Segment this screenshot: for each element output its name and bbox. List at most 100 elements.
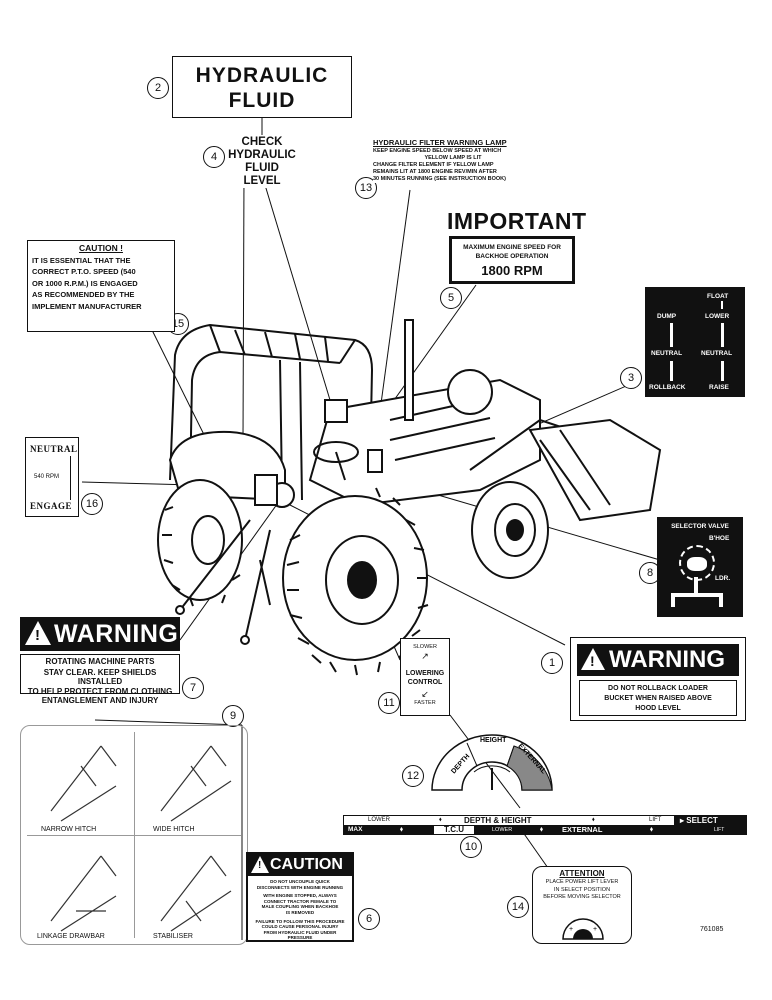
filter-lamp-line2: YELLOW LAMP IS LIT <box>424 155 482 161</box>
lowering-slower: SLOWER <box>413 644 437 650</box>
tcu-lower-bottom: LOWER <box>492 827 513 833</box>
warning-triangle-icon-2 <box>581 648 605 670</box>
decal-important: MAXIMUM ENGINE SPEED FOR BACKHOE OPERATI… <box>449 236 575 284</box>
callout-7: 7 <box>182 677 204 699</box>
decal-caution-pto: CAUTION ! IT IS ESSENTIAL THAT THE CORRE… <box>27 240 175 332</box>
coupler-line3: WITH ENGINE STOPPED, ALWAYS <box>263 893 337 899</box>
tcu-depth-height: DEPTH & HEIGHT <box>464 816 532 825</box>
callout-1: 1 <box>541 652 563 674</box>
loader-float: FLOAT <box>707 293 729 300</box>
important-rpm: 1800 RPM <box>481 263 543 278</box>
decal-attention: ATTENTION PLACE POWER LIFT LEVER IN SELE… <box>532 866 632 944</box>
callout-10: 10 <box>460 836 482 858</box>
callout-14: 14 <box>507 896 529 918</box>
decal-depth-height-gauge: DEPTH HEIGHT EXTERNAL <box>431 734 553 791</box>
loader-lower: LOWER <box>705 313 730 320</box>
caution-triangle-icon <box>251 856 269 873</box>
pto-engage: ENGAGE <box>30 501 73 511</box>
caution-pto-line1: IT IS ESSENTIAL THAT THE <box>32 255 131 265</box>
selector-bhoe: B'HOE <box>709 535 730 542</box>
callout-11: 11 <box>378 692 400 714</box>
decal-hydraulic-fluid-line2: FLUID <box>228 89 296 112</box>
decal-hitch-panel: NARROW HITCH WIDE HITCH LINKAGE DRAWBAR … <box>20 725 248 945</box>
callout-9: 9 <box>222 705 244 727</box>
callout-12: 12 <box>402 765 424 787</box>
filter-lamp-line4: REMAINS LIT AT 1800 ENGINE REV/MIN AFTER <box>373 169 497 175</box>
coupler-line6: IS REMOVED <box>285 909 315 915</box>
decal-tcu-strip: LOWER ⬧ DEPTH & HEIGHT ⬧ LIFT ▸ SELECT M… <box>343 815 747 835</box>
decal-warning-rotating-heading: ! WARNING <box>20 617 180 651</box>
tcu-max: MAX <box>348 826 363 833</box>
filter-lamp-title: HYDRAULIC FILTER WARNING LAMP <box>373 138 507 147</box>
warning-rollback-heading-bar: ! WARNING <box>577 644 739 676</box>
tcu-label: T.C.U <box>434 826 474 834</box>
attention-line1: PLACE POWER LIFT LEVER <box>545 879 619 885</box>
important-line1: MAXIMUM ENGINE SPEED FOR <box>463 244 561 251</box>
decal-filter-lamp: HYDRAULIC FILTER WARNING LAMP KEEP ENGIN… <box>373 138 533 183</box>
callout-16: 16 <box>81 493 103 515</box>
warning-rotating-line4: ENTANGLEMENT AND INJURY <box>41 696 159 705</box>
warning-rollback-line3: HOOD LEVEL <box>635 705 681 712</box>
caution-pto-line5: IMPLEMENT MANUFACTURER <box>32 301 142 311</box>
coupler-line1: DO NOT UNCOUPLE QUICK <box>270 879 330 884</box>
decal-hydraulic-fluid-line1: HYDRAULIC <box>195 64 329 87</box>
decal-important-heading: IMPORTANT <box>447 208 587 234</box>
coupler-line7: FAILURE TO FOLLOW THIS PROCEDURE <box>255 918 345 924</box>
coupler-line8: COULD CAUSE PERSONAL INJURY <box>261 924 339 930</box>
hitch-wide: WIDE HITCH <box>153 826 195 833</box>
callout-8: 8 <box>639 562 661 584</box>
caution-pto-title: CAUTION ! <box>79 243 123 253</box>
loader-neutral-right: NEUTRAL <box>701 350 733 357</box>
warning-triangle-icon <box>25 621 51 645</box>
callout-13: 13 <box>355 177 377 199</box>
tcu-lift-top: LIFT <box>649 817 662 823</box>
attention-dial-icon: + + <box>562 918 604 940</box>
filter-lamp-line1: KEEP ENGINE SPEED BELOW SPEED AT WHICH <box>373 148 502 154</box>
attention-line2: IN SELECT POSITION <box>553 886 611 893</box>
decal-warning-rollback: ! WARNING DO NOT ROLLBACK LOADER BUCKET … <box>570 637 746 721</box>
hitch-drawbar: LINKAGE DRAWBAR <box>37 933 105 940</box>
check-line1: CHECK <box>241 136 283 148</box>
caution-pto-line3: OR 1000 R.P.M.) IS ENGAGED <box>32 278 138 288</box>
svg-text:+: + <box>569 926 573 933</box>
figure-number: 761085 <box>700 926 724 933</box>
decal-hydraulic-fluid: HYDRAULIC FLUID <box>172 56 352 118</box>
loader-dump: DUMP <box>657 313 677 320</box>
important-line2: BACKHOE OPERATION <box>475 253 549 260</box>
tcu-lift-bottom: LIFT <box>714 827 725 833</box>
svg-text:+: + <box>593 926 597 933</box>
warning-rotating-line2: STAY CLEAR. KEEP SHIELDS INSTALLED <box>43 667 157 687</box>
warning-rollback-heading: WARNING <box>609 646 725 673</box>
loader-raise: RAISE <box>709 384 729 391</box>
hitch-stabiliser: STABILISER <box>153 933 193 940</box>
warning-rotating-line1: ROTATING MACHINE PARTS <box>45 657 155 666</box>
check-line2: HYDRAULIC <box>228 149 296 161</box>
caution-coupler-heading: CAUTION <box>270 856 343 873</box>
decal-lowering-control: SLOWER ↗ LOWERING CONTROL ↙ FASTER <box>400 638 450 716</box>
callout-2: 2 <box>147 77 169 99</box>
tcu-select: ▸ SELECT <box>674 816 746 825</box>
warning-rotating-line3: TO HELP PROTECT FROM CLOTHING <box>27 686 173 696</box>
lowering-line1: LOWERING <box>405 670 445 677</box>
caution-pto-line2: CORRECT P.T.O. SPEED (540 <box>32 267 136 276</box>
coupler-line4: CONNECT TRACTOR FEMALE TO <box>263 898 337 904</box>
caution-pto-line4: AS RECOMMENDED BY THE <box>32 290 135 299</box>
selector-title: SELECTOR VALVE <box>671 523 729 530</box>
filter-lamp-line3: CHANGE FILTER ELEMENT IF YELLOW LAMP <box>373 162 494 168</box>
decal-caution-coupler: ! CAUTION DO NOT UNCOUPLE QUICK DISCONNE… <box>246 852 354 942</box>
lowering-line2: CONTROL <box>407 679 443 686</box>
tractor-drawing <box>157 319 662 676</box>
tcu-lower-top: LOWER <box>368 817 391 823</box>
check-line3: FLUID LEVEL <box>243 162 281 187</box>
tcu-external: EXTERNAL <box>562 825 603 834</box>
attention-heading: ATTENTION <box>559 869 605 878</box>
hitch-narrow: NARROW HITCH <box>41 826 97 833</box>
pto-neutral: NEUTRAL <box>30 444 78 454</box>
decal-pto-engage: NEUTRAL 540 RPM ENGAGE <box>25 437 79 517</box>
warning-rollback-line1: DO NOT ROLLBACK LOADER <box>608 685 708 692</box>
callout-6: 6 <box>358 908 380 930</box>
decal-selector-valve: SELECTOR VALVE B'HOE LDR. <box>657 517 743 617</box>
coupler-line2: DISCONNECTS WITH ENGINE RUNNING <box>256 884 344 890</box>
hitch-sketches <box>50 745 232 932</box>
